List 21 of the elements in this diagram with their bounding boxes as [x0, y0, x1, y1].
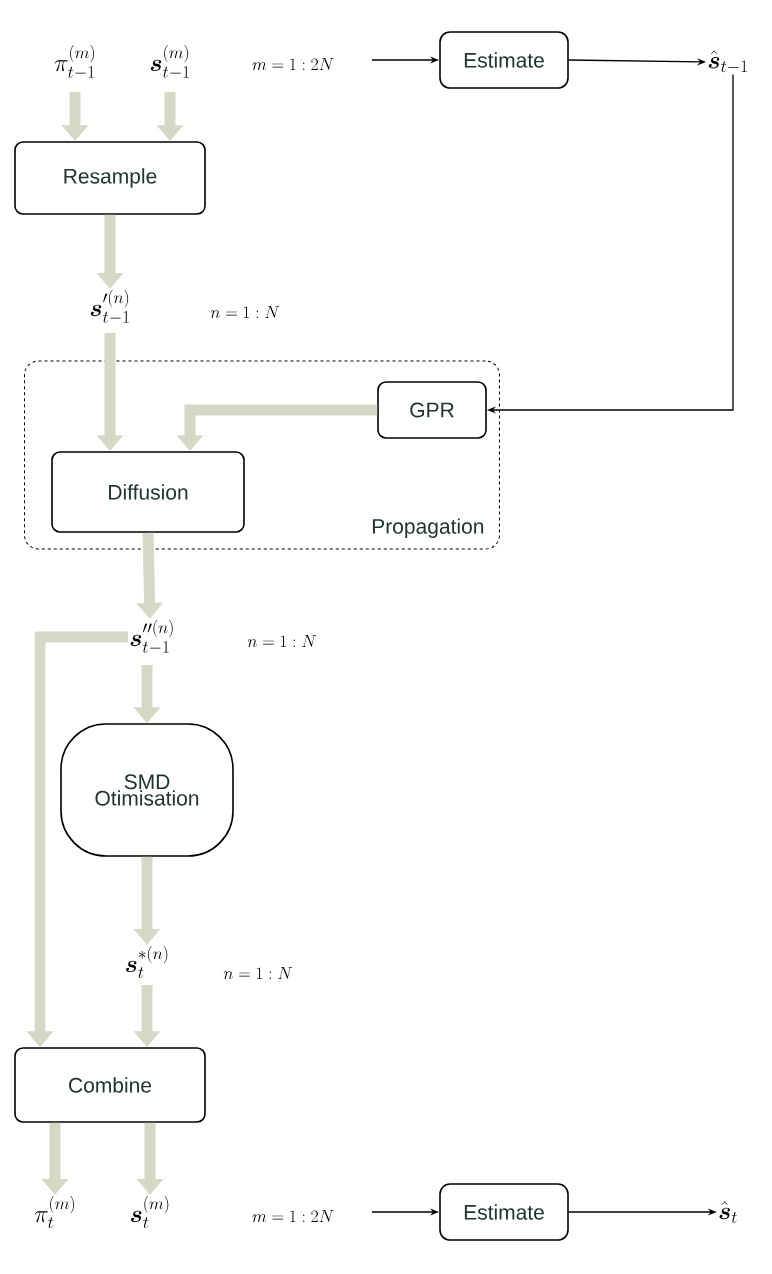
math-label: $m=1:2N$ — [252, 58, 334, 71]
process-box: Resample — [14, 141, 206, 215]
math-label: $n=1:N$ — [210, 306, 280, 319]
math-label: $n=1:N$ — [247, 635, 317, 648]
math-label: $\pi_{t-1}^{(m)}$ — [54, 45, 95, 78]
process-box: Estimate — [439, 31, 569, 89]
process-box: SMD Otimisation — [60, 723, 234, 857]
math-label: $n=1:N$ — [223, 967, 293, 980]
math-label: $\boldsymbol{s}_{t}^{(m)}$ — [131, 1196, 169, 1229]
process-box: Combine — [14, 1047, 206, 1123]
math-label: $\boldsymbol{s}_{t-1}^{\prime\prime(n)}$ — [130, 620, 173, 653]
process-box: Estimate — [439, 1183, 569, 1241]
math-label: $m=1:2N$ — [252, 1210, 334, 1223]
process-box: Diffusion — [51, 451, 245, 533]
math-label: $\hat{\boldsymbol{s}}_{t-1}$ — [708, 50, 747, 73]
math-label: $\hat{\boldsymbol{s}}_{t}$ — [719, 1201, 737, 1223]
math-label: $\boldsymbol{s}_{t-1}^{\prime(n)}$ — [90, 290, 129, 323]
math-label: $\boldsymbol{s}_{t}^{*(n)}$ — [126, 946, 168, 979]
math-label: $\boldsymbol{s}_{t-1}^{(m)}$ — [150, 45, 189, 78]
math-label: $\pi_{t}^{(m)}$ — [34, 1196, 75, 1229]
process-box: GPR — [377, 381, 487, 439]
